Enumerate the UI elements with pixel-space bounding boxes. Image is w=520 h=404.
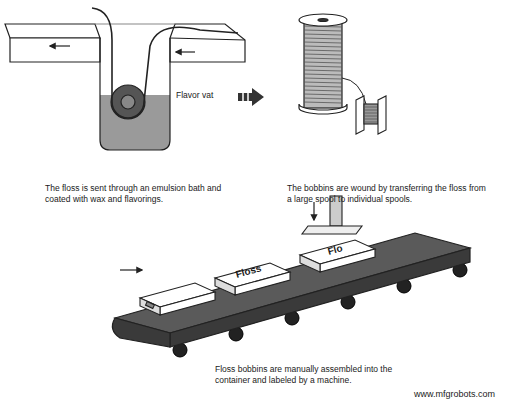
vat-trough — [100, 38, 170, 150]
bobbin-winding — [364, 119, 378, 120]
flavor-vat — [5, 24, 245, 150]
spool-winding — [304, 74, 342, 75]
conveyor-belt — [112, 233, 470, 347]
floss-container — [300, 240, 375, 272]
step-arrow — [238, 88, 264, 106]
large-spool — [299, 14, 347, 114]
watermark: www.mfgrobots.com — [414, 389, 495, 400]
spool-winding — [304, 66, 342, 67]
spool-winding — [304, 78, 342, 79]
bobbin-winding — [364, 122, 378, 123]
floss-container — [215, 263, 290, 295]
spool-winding — [304, 94, 342, 95]
spool-winding — [304, 46, 342, 47]
spool-winding — [304, 58, 342, 59]
spool-winding — [304, 98, 342, 99]
spool-winding — [304, 70, 342, 71]
spool-winding — [304, 30, 342, 31]
spool-winding — [304, 54, 342, 55]
small-bobbin — [356, 96, 386, 134]
step-caption: Floss bobbins are manually assembled int… — [215, 364, 427, 385]
spool-winding — [304, 50, 342, 51]
vat-rim-left — [5, 24, 100, 38]
bobbin-winding — [364, 107, 378, 108]
step-caption: The bobbins are wound by transferring th… — [287, 183, 492, 204]
bobbin-winding — [364, 116, 378, 117]
bobbin-winding — [364, 113, 378, 114]
direction-arrow — [176, 51, 195, 52]
spool-winding — [304, 38, 342, 39]
vat-wall-left — [10, 38, 100, 62]
direction-arrow — [120, 269, 142, 270]
spool-winding — [304, 102, 342, 103]
floss-strand — [92, 8, 238, 118]
part-label: Flavor vat — [176, 90, 213, 101]
vat-back-edge — [95, 23, 175, 24]
spool-winding — [304, 34, 342, 35]
spool-winding — [304, 90, 342, 91]
direction-arrow — [313, 202, 314, 220]
floss-container — [140, 283, 215, 315]
bobbin-winding — [364, 110, 378, 111]
direction-arrow — [50, 45, 70, 46]
spool-winding — [304, 86, 342, 87]
vat-rim-edge — [170, 38, 245, 40]
vat-roller — [111, 85, 145, 119]
roller-hub — [121, 95, 135, 109]
spool-winding — [304, 82, 342, 83]
vat-wall-right — [170, 24, 245, 62]
spool-winding — [304, 62, 342, 63]
step-caption: The floss is sent through an emulsion ba… — [45, 183, 245, 204]
spool-winding — [304, 42, 342, 43]
